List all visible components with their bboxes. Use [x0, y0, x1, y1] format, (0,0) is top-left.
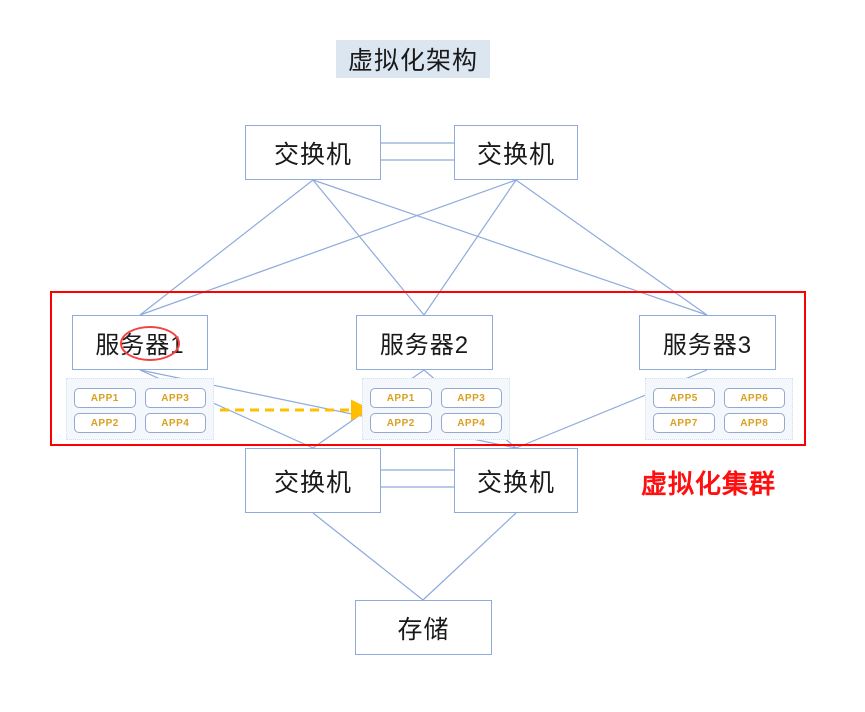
page-title: 虚拟化架构: [336, 40, 490, 78]
app-group-server-3: APP5 APP6 APP7 APP8: [645, 378, 793, 440]
cluster-label: 虚拟化集群: [641, 469, 777, 499]
storage-box[interactable]: 存储: [355, 600, 492, 655]
app-chip[interactable]: APP3: [440, 388, 502, 408]
app-chip[interactable]: APP3: [144, 388, 206, 408]
server-box-3[interactable]: 服务器3: [639, 315, 776, 370]
app-chip[interactable]: APP4: [440, 413, 502, 433]
app-chip[interactable]: APP2: [370, 413, 432, 433]
switch-bottom-right[interactable]: 交换机: [454, 448, 578, 513]
server-1-red-circle-annotation: [120, 326, 180, 361]
app-chip[interactable]: APP8: [723, 413, 785, 433]
app-chip[interactable]: APP4: [144, 413, 206, 433]
app-group-server-2: APP1 APP3 APP2 APP4: [362, 378, 510, 440]
switch-top-left[interactable]: 交换机: [245, 125, 381, 180]
app-chip[interactable]: APP1: [370, 388, 432, 408]
app-group-server-1: APP1 APP3 APP2 APP4: [66, 378, 214, 440]
server-box-2[interactable]: 服务器2: [356, 315, 493, 370]
switch-bottom-left[interactable]: 交换机: [245, 448, 381, 513]
app-chip[interactable]: APP6: [723, 388, 785, 408]
app-chip[interactable]: APP7: [653, 413, 715, 433]
switch-top-right[interactable]: 交换机: [454, 125, 578, 180]
app-chip[interactable]: APP5: [653, 388, 715, 408]
app-chip[interactable]: APP2: [74, 413, 136, 433]
app-chip[interactable]: APP1: [74, 388, 136, 408]
